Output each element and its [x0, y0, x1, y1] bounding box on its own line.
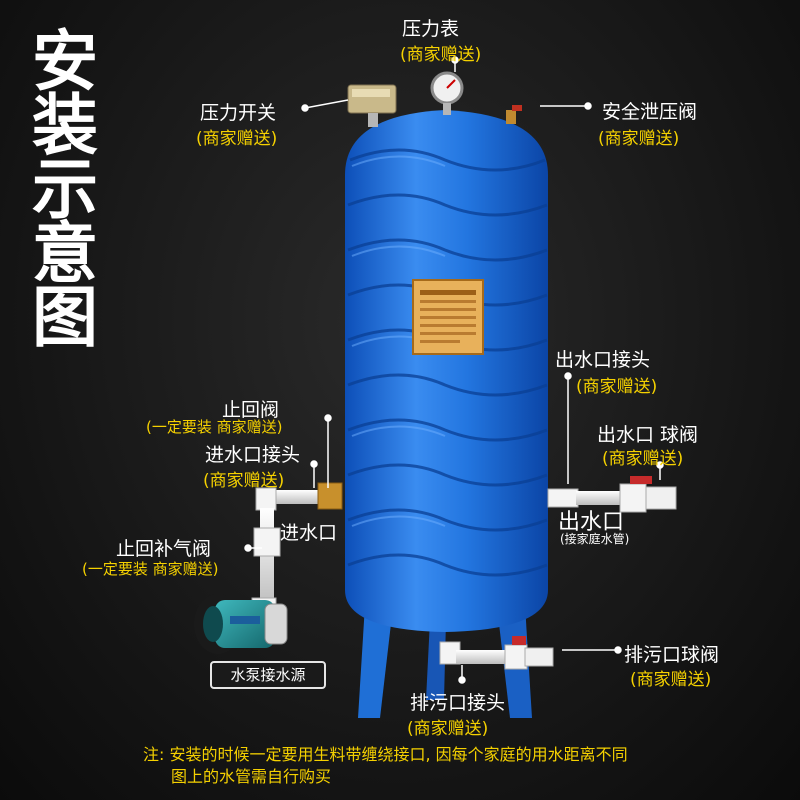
pressure-gauge-note: (商家赠送) [400, 45, 482, 65]
air-check-valve-label: 止回补气阀 [116, 538, 212, 560]
inlet-joint-label: 进水口接头 [205, 444, 301, 466]
safety-valve-device [506, 105, 522, 124]
pressure-switch-device [347, 84, 397, 127]
pressure-switch-note: (商家赠送) [196, 129, 278, 149]
outlet-ball-valve-note: (商家赠送) [602, 449, 684, 469]
tank-sticker [412, 279, 484, 355]
inlet-joint-note: (商家赠送) [203, 471, 285, 491]
leader-lines [244, 56, 664, 684]
note-line-1: 注: 安装的时候一定要用生料带缠绕接口, 因每个家庭的用水距离不同 [143, 745, 628, 764]
pressure-switch-label: 压力开关 [200, 102, 277, 124]
safety-valve-note: (商家赠送) [598, 129, 680, 149]
pressure-tank [345, 110, 548, 632]
drain-ball-valve-label: 排污口球阀 [624, 644, 720, 666]
inlet-label: 进水口 [280, 522, 338, 544]
drain-joint-label: 排污口接头 [410, 692, 506, 714]
pressure-gauge-label: 压力表 [402, 18, 460, 40]
outlet-ball-valve-label: 出水口 球阀 [597, 424, 699, 446]
title-char: 图 [32, 279, 98, 356]
title-char: 示 [32, 151, 98, 228]
installation-note: 注: 安装的时候一定要用生料带缠绕接口, 因每个家庭的用水距离不同 图上的水管需… [143, 744, 628, 788]
drain-piping [439, 636, 554, 670]
pump-source-label: 水泵接水源 [210, 661, 326, 689]
title-char: 装 [32, 87, 98, 164]
air-check-valve-note: (一定要装 商家赠送) [82, 560, 219, 578]
check-valve-label: 止回阀 [222, 399, 280, 421]
pressure-gauge-device [430, 71, 464, 115]
title-char: 意 [32, 215, 98, 292]
drain-ball-valve-note: (商家赠送) [630, 670, 712, 690]
title-char: 安 [32, 23, 98, 100]
check-valve-note: (一定要装 商家赠送) [146, 418, 283, 436]
water-pump [194, 594, 288, 654]
note-line-2: 图上的水管需自行购买 [171, 767, 332, 786]
drain-joint-note: (商家赠送) [407, 719, 489, 739]
page-title: 安 装 示 意 图 [30, 23, 100, 356]
outlet-piping [547, 476, 677, 513]
tank-legs [358, 605, 532, 718]
outlet-note: (接家庭水管) [560, 532, 630, 546]
safety-valve-label: 安全泄压阀 [602, 101, 698, 123]
outlet-joint-note: (商家赠送) [576, 377, 658, 397]
inlet-piping [251, 482, 343, 617]
outlet-label: 出水口 [558, 510, 625, 535]
outlet-joint-label: 出水口接头 [555, 349, 651, 371]
